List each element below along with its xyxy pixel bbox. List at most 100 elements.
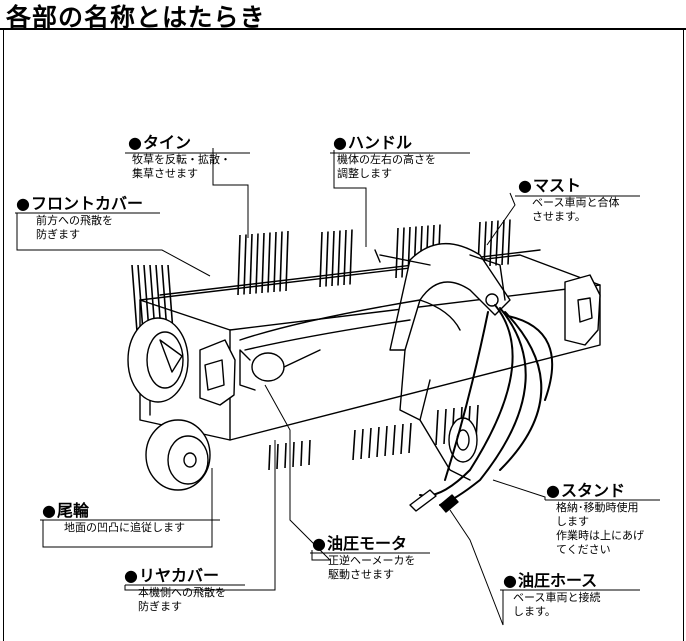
tine <box>273 231 277 293</box>
bullet-icon: ● <box>42 501 56 520</box>
part-name: タイン <box>142 133 191 152</box>
part-desc-line: します。 <box>513 605 556 618</box>
label-rear-cover: ●リヤカバー 本機側への飛散を 防ぎます <box>124 566 226 614</box>
tine <box>408 422 412 454</box>
bullet-icon: ● <box>124 566 138 585</box>
hose-couplers <box>409 489 459 513</box>
tine <box>400 423 404 455</box>
rotor-housing <box>139 249 601 441</box>
title-underline <box>0 28 686 30</box>
leader-tine <box>212 148 249 238</box>
part-desc-line: 本機側への飛散を <box>138 586 226 599</box>
tine <box>331 230 335 287</box>
tine <box>237 234 241 296</box>
tine <box>384 425 388 457</box>
label-tail-wheel: ●尾輪 地面の凹凸に追従します <box>42 501 185 535</box>
label-stand: ●スタンド 格納･移動時使用 します 作業時は上にあげ てください <box>546 481 644 557</box>
tine <box>249 233 253 295</box>
tine <box>325 231 329 287</box>
tine <box>435 409 439 446</box>
tine <box>376 426 380 458</box>
tine <box>507 219 511 265</box>
label-hydraulic-motor: ●油圧モータ 正逆ヘーメーカを 駆動させます <box>312 534 416 582</box>
leader-stand <box>492 479 546 500</box>
part-desc-line: 格納･移動時使用 <box>556 501 639 514</box>
tine <box>268 444 271 471</box>
tine <box>343 229 347 286</box>
bullet-icon: ● <box>312 534 326 553</box>
part-name: リヤカバー <box>138 566 219 585</box>
tine <box>300 440 303 467</box>
frame-right-border <box>683 30 684 641</box>
bullet-icon: ● <box>16 194 30 213</box>
part-desc-line: てください <box>556 543 611 556</box>
part-name: 尾輪 <box>56 501 89 520</box>
tine <box>279 231 283 292</box>
part-name: 油圧ホース <box>517 571 598 590</box>
part-name: ハンドル <box>347 133 412 152</box>
leader-mast <box>486 192 516 246</box>
tine <box>401 227 405 278</box>
bullet-icon: ● <box>333 133 347 152</box>
leader-motor <box>264 384 332 561</box>
part-desc-line: 前方への飛散を <box>36 214 113 227</box>
part-desc-line: 駆動させます <box>328 568 394 581</box>
end-plate-left <box>199 339 236 406</box>
leader-front-cover <box>16 213 211 277</box>
tine <box>501 219 505 266</box>
part-name: フロントカバー <box>30 194 143 213</box>
tine <box>360 428 364 460</box>
part-desc-line: させます。 <box>532 210 586 223</box>
tine <box>443 408 447 445</box>
tine <box>292 441 295 468</box>
page-title: 各部の名称とはたらき <box>6 3 266 32</box>
tine <box>243 234 247 295</box>
tine <box>308 439 311 466</box>
frame-left-border <box>3 30 4 641</box>
bullet-icon: ● <box>518 176 532 195</box>
tine <box>284 442 287 469</box>
part-desc-line: 地面の凹凸に追従します <box>64 521 185 534</box>
tine <box>337 230 341 286</box>
leader-rear-cover <box>124 440 276 591</box>
tine <box>261 232 265 294</box>
tine <box>392 424 396 456</box>
label-hydraulic-hose: ●油圧ホース ベース車両と接続 します。 <box>503 571 600 619</box>
tail-wheel <box>145 419 211 491</box>
tine <box>267 232 271 293</box>
part-name: マスト <box>532 176 581 195</box>
tine <box>495 220 499 266</box>
part-desc-line: ベース車両と接続 <box>513 591 601 604</box>
label-handle: ●ハンドル 機体の左右の高さを 調整します <box>333 133 436 181</box>
end-plate-right <box>564 274 601 346</box>
bullet-icon: ● <box>128 133 142 152</box>
handle <box>374 249 431 266</box>
part-desc-line: 牧草を反転・拡散・ <box>132 153 231 166</box>
part-name: スタンド <box>560 481 625 500</box>
leader-handle <box>333 150 367 247</box>
tine <box>349 229 353 285</box>
part-desc-line: 防ぎます <box>36 228 80 241</box>
tine <box>483 221 487 267</box>
bullet-icon: ● <box>546 481 560 500</box>
part-desc-line: 防ぎます <box>138 600 182 613</box>
part-desc-line: ベース車両と合体 <box>532 196 620 209</box>
tine <box>319 231 323 288</box>
tine <box>368 427 372 459</box>
label-tine: ●タイン 牧草を反転・拡散・ 集草させます <box>128 133 231 181</box>
part-name: 油圧モータ <box>326 534 407 553</box>
tine <box>255 233 259 294</box>
label-mast: ●マスト ベース車両と合体 させます。 <box>518 176 619 224</box>
hydraulic-motor <box>239 349 321 391</box>
leader-lines <box>15 148 660 626</box>
part-desc-line: 作業時は上にあげ <box>556 529 644 542</box>
tine <box>395 227 399 279</box>
leader-tail-wheel <box>42 468 213 548</box>
tine <box>489 220 493 267</box>
part-desc-line: 機体の左右の高さを <box>337 153 436 166</box>
part-desc-line: 集草させます <box>132 167 198 180</box>
part-desc-line: 正逆ヘーメーカを <box>328 554 416 567</box>
bullet-icon: ● <box>503 571 517 590</box>
tine <box>352 429 356 461</box>
